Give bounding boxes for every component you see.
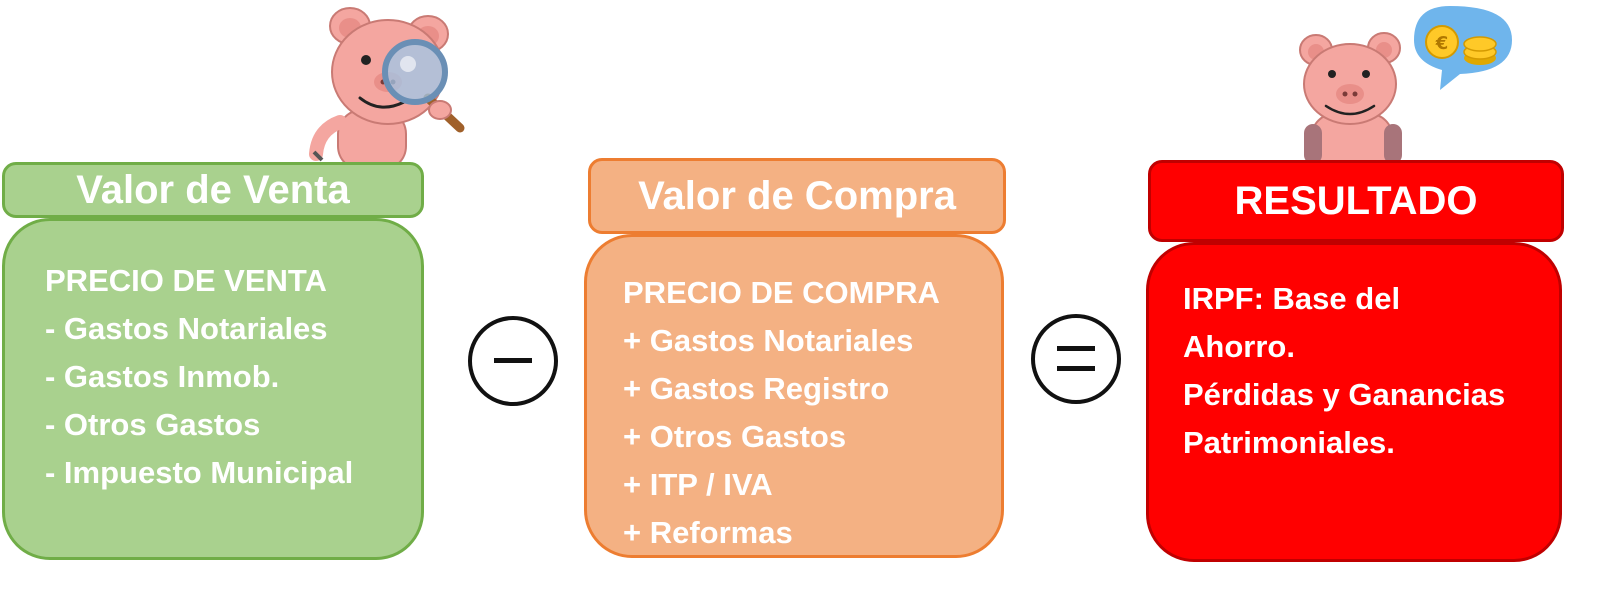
jar-title: RESULTADO bbox=[1148, 160, 1564, 242]
jar-valor-de-compra: Valor de Compra PRECIO DE COMPRA + Gasto… bbox=[580, 158, 1010, 562]
jar-title: Valor de Compra bbox=[588, 158, 1006, 234]
jar-line: - Gastos Inmob. bbox=[45, 359, 280, 394]
jar-line: + ITP / IVA bbox=[623, 467, 773, 502]
jar-line: Patrimoniales. bbox=[1183, 425, 1395, 460]
pig-with-coins-speech-bubble-icon: € bbox=[1299, 6, 1512, 167]
jar-line: - Gastos Notariales bbox=[45, 311, 328, 346]
jar-line: + Otros Gastos bbox=[623, 419, 847, 454]
jar-line: + Reformas bbox=[623, 515, 793, 550]
jar-line: Ahorro. bbox=[1183, 329, 1295, 364]
jar-body: PRECIO DE VENTA - Gastos Notariales - Ga… bbox=[2, 218, 424, 560]
jar-title: Valor de Venta bbox=[2, 162, 424, 218]
jar-body: IRPF: Base del Ahorro. Pérdidas y Gananc… bbox=[1146, 242, 1562, 562]
euro-coin-icon: € bbox=[1425, 25, 1497, 65]
jar-line: + Gastos Notariales bbox=[623, 323, 914, 358]
jar-line: PRECIO DE VENTA bbox=[45, 263, 327, 298]
equals-operator-icon bbox=[1031, 314, 1121, 404]
jar-line: PRECIO DE COMPRA bbox=[623, 275, 940, 310]
jar-valor-de-venta: Valor de Venta PRECIO DE VENTA - Gastos … bbox=[0, 162, 430, 566]
jar-line: Pérdidas y Ganancias bbox=[1183, 377, 1506, 412]
jar-line: - Impuesto Municipal bbox=[45, 455, 354, 490]
jar-line: + Gastos Registro bbox=[623, 371, 890, 406]
jar-resultado: RESULTADO IRPF: Base del Ahorro. Pérdida… bbox=[1146, 160, 1600, 564]
jar-line: IRPF: Base del bbox=[1183, 281, 1401, 316]
minus-operator-icon bbox=[468, 316, 558, 406]
jar-body: PRECIO DE COMPRA + Gastos Notariales + G… bbox=[584, 234, 1004, 558]
jar-line: - Otros Gastos bbox=[45, 407, 261, 442]
pig-with-magnifier-icon bbox=[309, 7, 465, 167]
svg-text:€: € bbox=[1435, 33, 1449, 54]
